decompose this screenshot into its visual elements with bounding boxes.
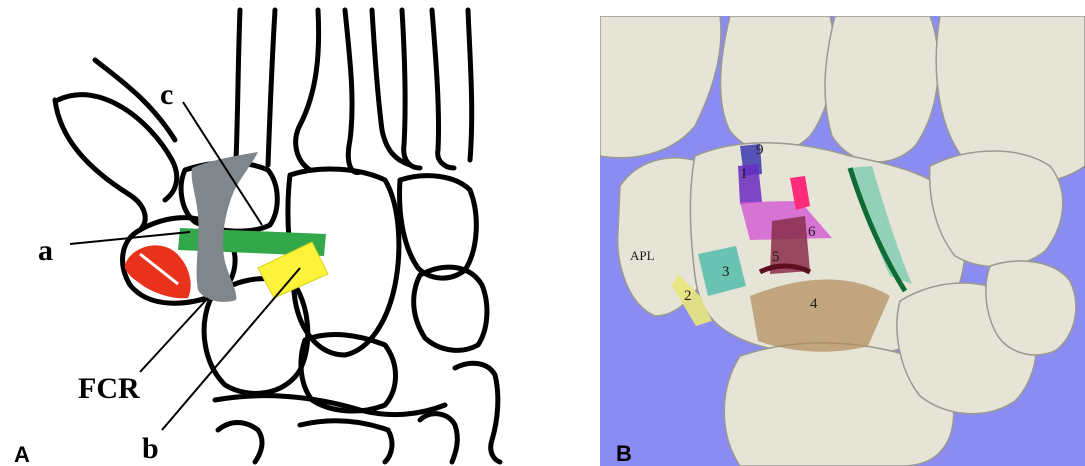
ligament-label-6: 6 [808, 224, 816, 240]
label-b: b [142, 432, 159, 465]
ligament-label-3: 3 [722, 264, 730, 280]
ligament-label-5: 4 [810, 296, 818, 312]
panel-letter-b: B [616, 441, 632, 466]
ligament-5 [750, 279, 890, 351]
ligament-label-4: 5 [772, 249, 780, 265]
label-apl: APL [630, 248, 655, 263]
panel-a-line-drawing: c a FCR b A [0, 0, 560, 466]
panel-b-3d-render: 9 1 6 5 3 2 4 APL B [600, 16, 1085, 466]
ligament-label-9: 9 [756, 142, 764, 158]
label-c: c [160, 78, 173, 111]
panel-letter-a: A [14, 442, 30, 466]
label-fcr: FCR [78, 372, 140, 405]
ligament-label-1: 1 [740, 166, 748, 182]
label-a: a [38, 234, 53, 267]
ligament-label-2: 2 [684, 288, 692, 304]
